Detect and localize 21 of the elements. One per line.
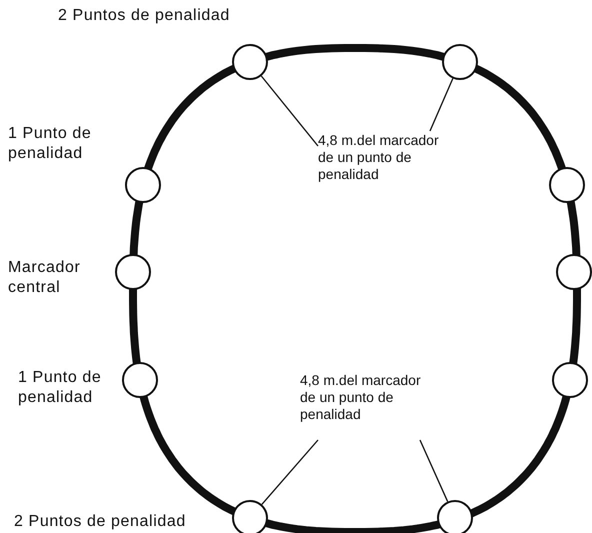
marker-label: 1 Punto de penalidad [18, 368, 102, 408]
marker-circle [122, 362, 158, 398]
marker-label: 2 Puntos de penalidad [58, 6, 231, 26]
marker-circle [549, 167, 585, 203]
distance-note: 4,8 m.del marcador de un punto de penalidad [300, 372, 440, 422]
marker-label: 1 Punto de penalidad [8, 124, 92, 164]
marker-circle [115, 254, 151, 290]
marker-circle [556, 254, 592, 290]
marker-circle [125, 167, 161, 203]
distance-note: 4,8 m.del marcador de un punto de penalidad [318, 132, 458, 182]
marker-circle [232, 500, 268, 533]
marker-circle [232, 44, 268, 80]
marker-circle [442, 44, 478, 80]
leader-line [429, 78, 454, 132]
marker-label: Marcador central [8, 258, 82, 298]
marker-circle [437, 500, 473, 533]
leader-line [419, 440, 448, 502]
marker-circle [552, 362, 588, 398]
leader-line [260, 76, 318, 146]
leader-line [261, 440, 318, 505]
marker-label: 2 Puntos de penalidad [14, 512, 187, 532]
